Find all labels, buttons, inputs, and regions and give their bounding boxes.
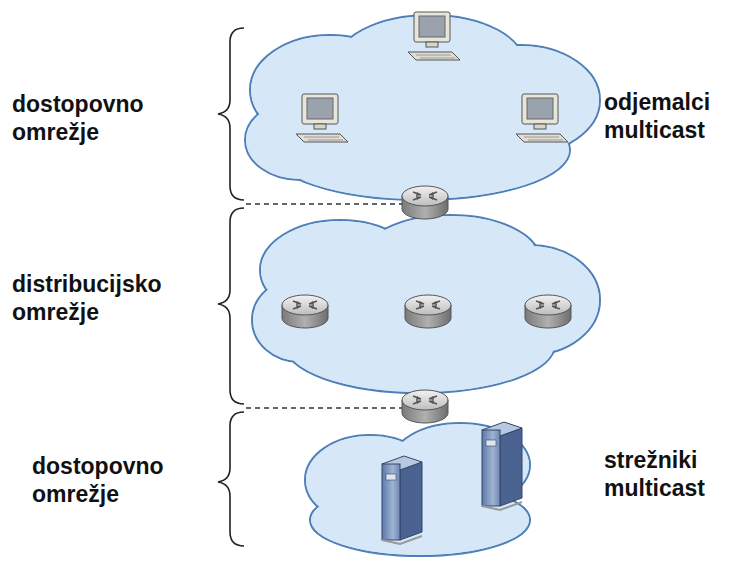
network-tier-label: distribucijsko omrežje xyxy=(12,270,162,326)
group-label: strežniki multicast xyxy=(604,446,705,502)
network-tier-label: dostopovno omrežje xyxy=(12,90,144,146)
group-label: odjemalci multicast xyxy=(604,88,710,144)
network-tier-label: dostopovno omrežje xyxy=(32,452,164,508)
